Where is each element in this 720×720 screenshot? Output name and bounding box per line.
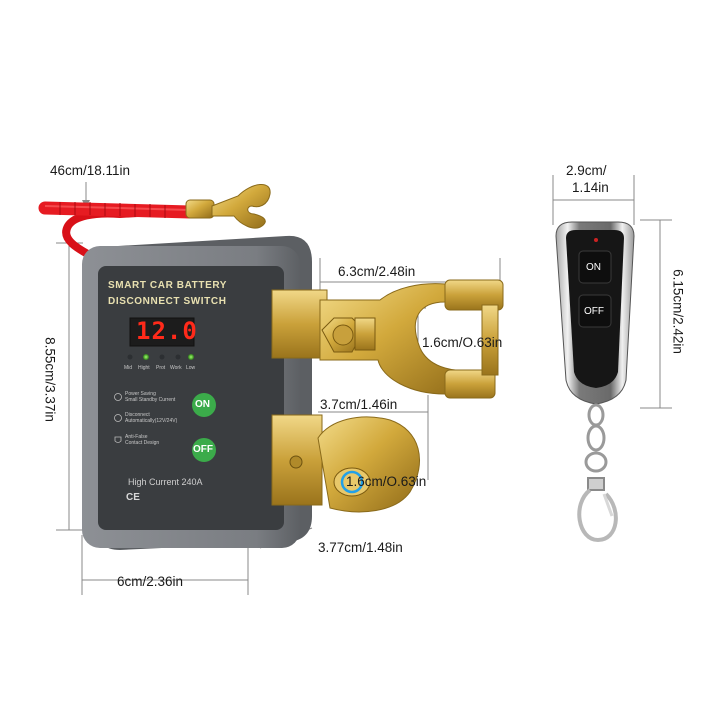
upper-battery-terminal (271, 279, 504, 399)
lower-battery-terminal (271, 414, 420, 513)
led-label-work: Work (170, 365, 182, 371)
module-off-button[interactable] (192, 438, 216, 462)
cable-length-label: 46cm/18.11in (50, 163, 131, 178)
led-label-prot: Prot (156, 365, 166, 371)
feature-anti-false: Anti-False Contact Design (125, 434, 160, 446)
remote-off-button[interactable] (578, 294, 612, 328)
remote-width-label-line2: 1.14in (572, 180, 609, 195)
led-label-hight: Hight (138, 365, 150, 371)
display-value: 12.0 (136, 317, 198, 345)
ring-terminal (185, 184, 271, 229)
remote-indicator-led (594, 238, 598, 242)
module-depth-label: 3.77cm/1.48in (318, 540, 403, 555)
terminal-hole-label: 1.6cm/O.63in (422, 335, 503, 350)
remote-control (555, 221, 635, 405)
module-title-line2: DISCONNECT SWITCH (108, 296, 227, 307)
keychain (577, 403, 618, 543)
auto-icon (114, 414, 122, 422)
remote-on-button[interactable] (578, 250, 612, 284)
led-label-low: Low (186, 365, 196, 371)
module-off-label: OFF (193, 444, 213, 455)
terminal-length-label: 6.3cm/2.48in (338, 264, 416, 279)
power-icon (114, 393, 122, 401)
led-label-mid: Mid (124, 365, 133, 371)
module-height-label: 8.55cm/3.37in (42, 337, 58, 422)
module-on-label: ON (195, 399, 210, 410)
red-cable (38, 201, 197, 262)
feature-power-saving: Power Saving Small Standby Current (125, 391, 176, 403)
module-width-label: 6cm/2.36in (117, 574, 184, 589)
module-title-line1: SMART CAR BATTERY (108, 280, 228, 291)
status-leds (127, 354, 194, 360)
current-rating: High Current 240A (128, 477, 203, 487)
feature-disconnect: Disconnect Automatically(12V/24V) (125, 412, 178, 424)
module-on-button[interactable] (192, 393, 216, 417)
remote-off-label: OFF (584, 306, 604, 317)
led-display (129, 317, 195, 347)
ce-mark: CE (126, 492, 140, 503)
shield-icon (114, 436, 122, 443)
post-diameter-label: 1.6cm/O.63in (346, 474, 427, 489)
remote-width-label-line1: 2.9cm/ (566, 163, 607, 178)
remote-height-label: 6.15cm/2.42in (670, 269, 686, 354)
terminal-offset-label: 3.7cm/1.46in (320, 397, 398, 412)
remote-on-label: ON (586, 262, 601, 273)
